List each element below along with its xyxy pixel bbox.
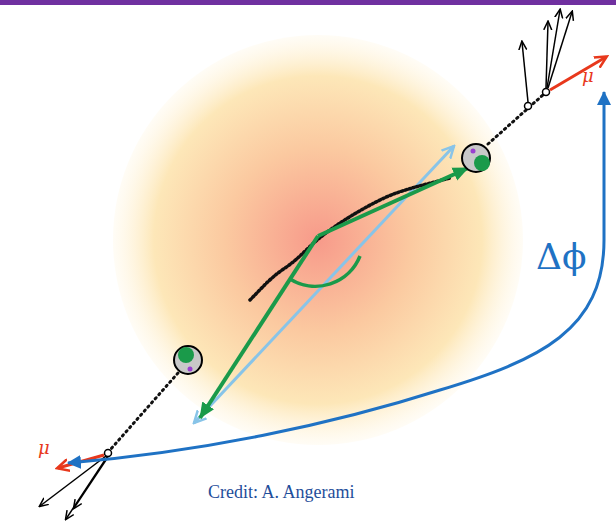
decay-product bbox=[66, 457, 107, 519]
delta-phi-curve bbox=[68, 92, 604, 463]
flight-path bbox=[488, 94, 544, 144]
decay-vertex bbox=[543, 89, 550, 96]
decay-product bbox=[548, 12, 572, 88]
jet-arrow bbox=[318, 168, 468, 236]
angle-arc bbox=[290, 256, 360, 286]
jet-arrow bbox=[200, 236, 318, 418]
quark bbox=[474, 155, 490, 171]
top-bar bbox=[0, 0, 616, 5]
quark bbox=[178, 347, 194, 363]
muon-label: μ bbox=[38, 438, 50, 459]
decay-product bbox=[74, 457, 108, 508]
muon-label: μ bbox=[582, 66, 594, 87]
decay-vertex bbox=[525, 103, 532, 110]
angle-label: Δϕ bbox=[536, 236, 587, 277]
credit-note: Credit: A. Angerami bbox=[208, 482, 354, 503]
decay-product bbox=[546, 22, 548, 88]
quark bbox=[471, 149, 476, 154]
jet-path bbox=[250, 178, 450, 300]
decay-product bbox=[547, 10, 560, 88]
flight-path bbox=[110, 373, 178, 450]
quark bbox=[188, 367, 193, 372]
hadron bbox=[174, 346, 202, 374]
dijet-axis bbox=[194, 146, 454, 423]
decay-product bbox=[522, 42, 528, 102]
muon-arrow bbox=[550, 57, 606, 90]
hadron bbox=[462, 144, 490, 172]
